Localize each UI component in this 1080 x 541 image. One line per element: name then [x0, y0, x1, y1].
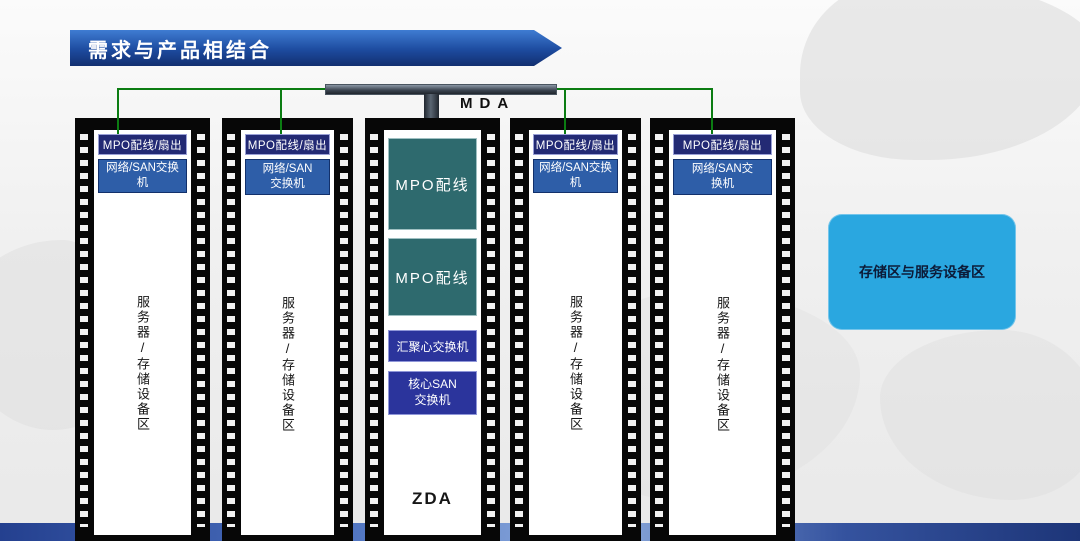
rack-rail: [80, 134, 88, 527]
rack-cabinet-5: MPO配线/扇出 网络/SAN交换机 服务器/存储设备区: [650, 118, 795, 541]
mpo-fanout-panel: MPO配线/扇出: [245, 134, 330, 155]
mpo-patch-panel-1: MPO配线: [388, 138, 477, 230]
rack-rail: [487, 134, 495, 527]
zda-label: ZDA: [412, 489, 453, 508]
rack-interior: MPO配线/扇出 网络/SAN交换机 服务器/存储设备区: [529, 130, 622, 535]
mda-trunk-bar: [325, 84, 557, 95]
connection-drop-rack-4: [564, 88, 566, 134]
aggregation-core-switch: 汇聚心交换机: [388, 330, 477, 362]
rack-rail: [782, 134, 790, 527]
connection-drop-rack-1: [117, 88, 119, 134]
network-san-switch: 网络/SAN交换机: [673, 159, 772, 195]
rack-rail: [340, 134, 348, 527]
rack-cabinet-3: MPO配线 MPO配线 汇聚心交换机 核心SAN交换机 ZDA: [365, 118, 500, 541]
title-banner: 需求与产品相结合: [70, 30, 562, 66]
world-map-shape: [800, 0, 1080, 160]
mpo-fanout-panel: MPO配线/扇出: [673, 134, 772, 155]
server-storage-area-label: 服务器/存储设备区: [280, 296, 295, 434]
server-storage-area-label: 服务器/存储设备区: [715, 296, 730, 434]
mpo-fanout-panel: MPO配线/扇出: [98, 134, 187, 155]
server-storage-area: 服务器/存储设备区: [529, 193, 622, 535]
core-san-switch: 核心SAN交换机: [388, 371, 477, 415]
rack-interior: MPO配线/扇出 网络/SAN交换机 服务器/存储设备区: [669, 130, 776, 535]
mpo-patch-panel-2: MPO配线: [388, 238, 477, 316]
rack-rail: [227, 134, 235, 527]
mda-label: MDA: [460, 95, 516, 112]
rack-rail: [655, 134, 663, 527]
rack-rail: [370, 134, 378, 527]
connection-drop-rack-5: [711, 88, 713, 134]
network-san-switch: 网络/SAN交换机: [98, 159, 187, 193]
rack-cabinet-1: MPO配线/扇出 网络/SAN交换机 服务器/存储设备区: [75, 118, 210, 541]
world-map-shape: [880, 330, 1080, 500]
server-storage-area-label: 服务器/存储设备区: [135, 295, 150, 433]
server-storage-area: 服务器/存储设备区: [669, 195, 776, 535]
network-san-switch: 网络/SAN交换机: [533, 159, 618, 193]
page-title: 需求与产品相结合: [88, 39, 272, 62]
server-storage-area: 服务器/存储设备区: [94, 193, 191, 535]
rack-interior: MPO配线/扇出 网络/SAN交换机 服务器/存储设备区: [241, 130, 334, 535]
rack-rail: [628, 134, 636, 527]
connection-drop-rack-2: [280, 88, 282, 134]
rack-rail: [515, 134, 523, 527]
storage-service-area-box: 存储区与服务设备区: [828, 214, 1016, 330]
network-san-switch: 网络/SAN交换机: [245, 159, 330, 195]
rack-interior: MPO配线 MPO配线 汇聚心交换机 核心SAN交换机 ZDA: [384, 130, 481, 535]
storage-service-area-label: 存储区与服务设备区: [859, 264, 985, 280]
server-storage-area-label: 服务器/存储设备区: [568, 295, 583, 433]
server-storage-area: 服务器/存储设备区: [241, 195, 334, 535]
rack-rail: [197, 134, 205, 527]
rack-cabinet-4: MPO配线/扇出 网络/SAN交换机 服务器/存储设备区: [510, 118, 641, 541]
mpo-fanout-panel: MPO配线/扇出: [533, 134, 618, 155]
rack-cabinet-2: MPO配线/扇出 网络/SAN交换机 服务器/存储设备区: [222, 118, 353, 541]
rack-interior: MPO配线/扇出 网络/SAN交换机 服务器/存储设备区: [94, 130, 191, 535]
